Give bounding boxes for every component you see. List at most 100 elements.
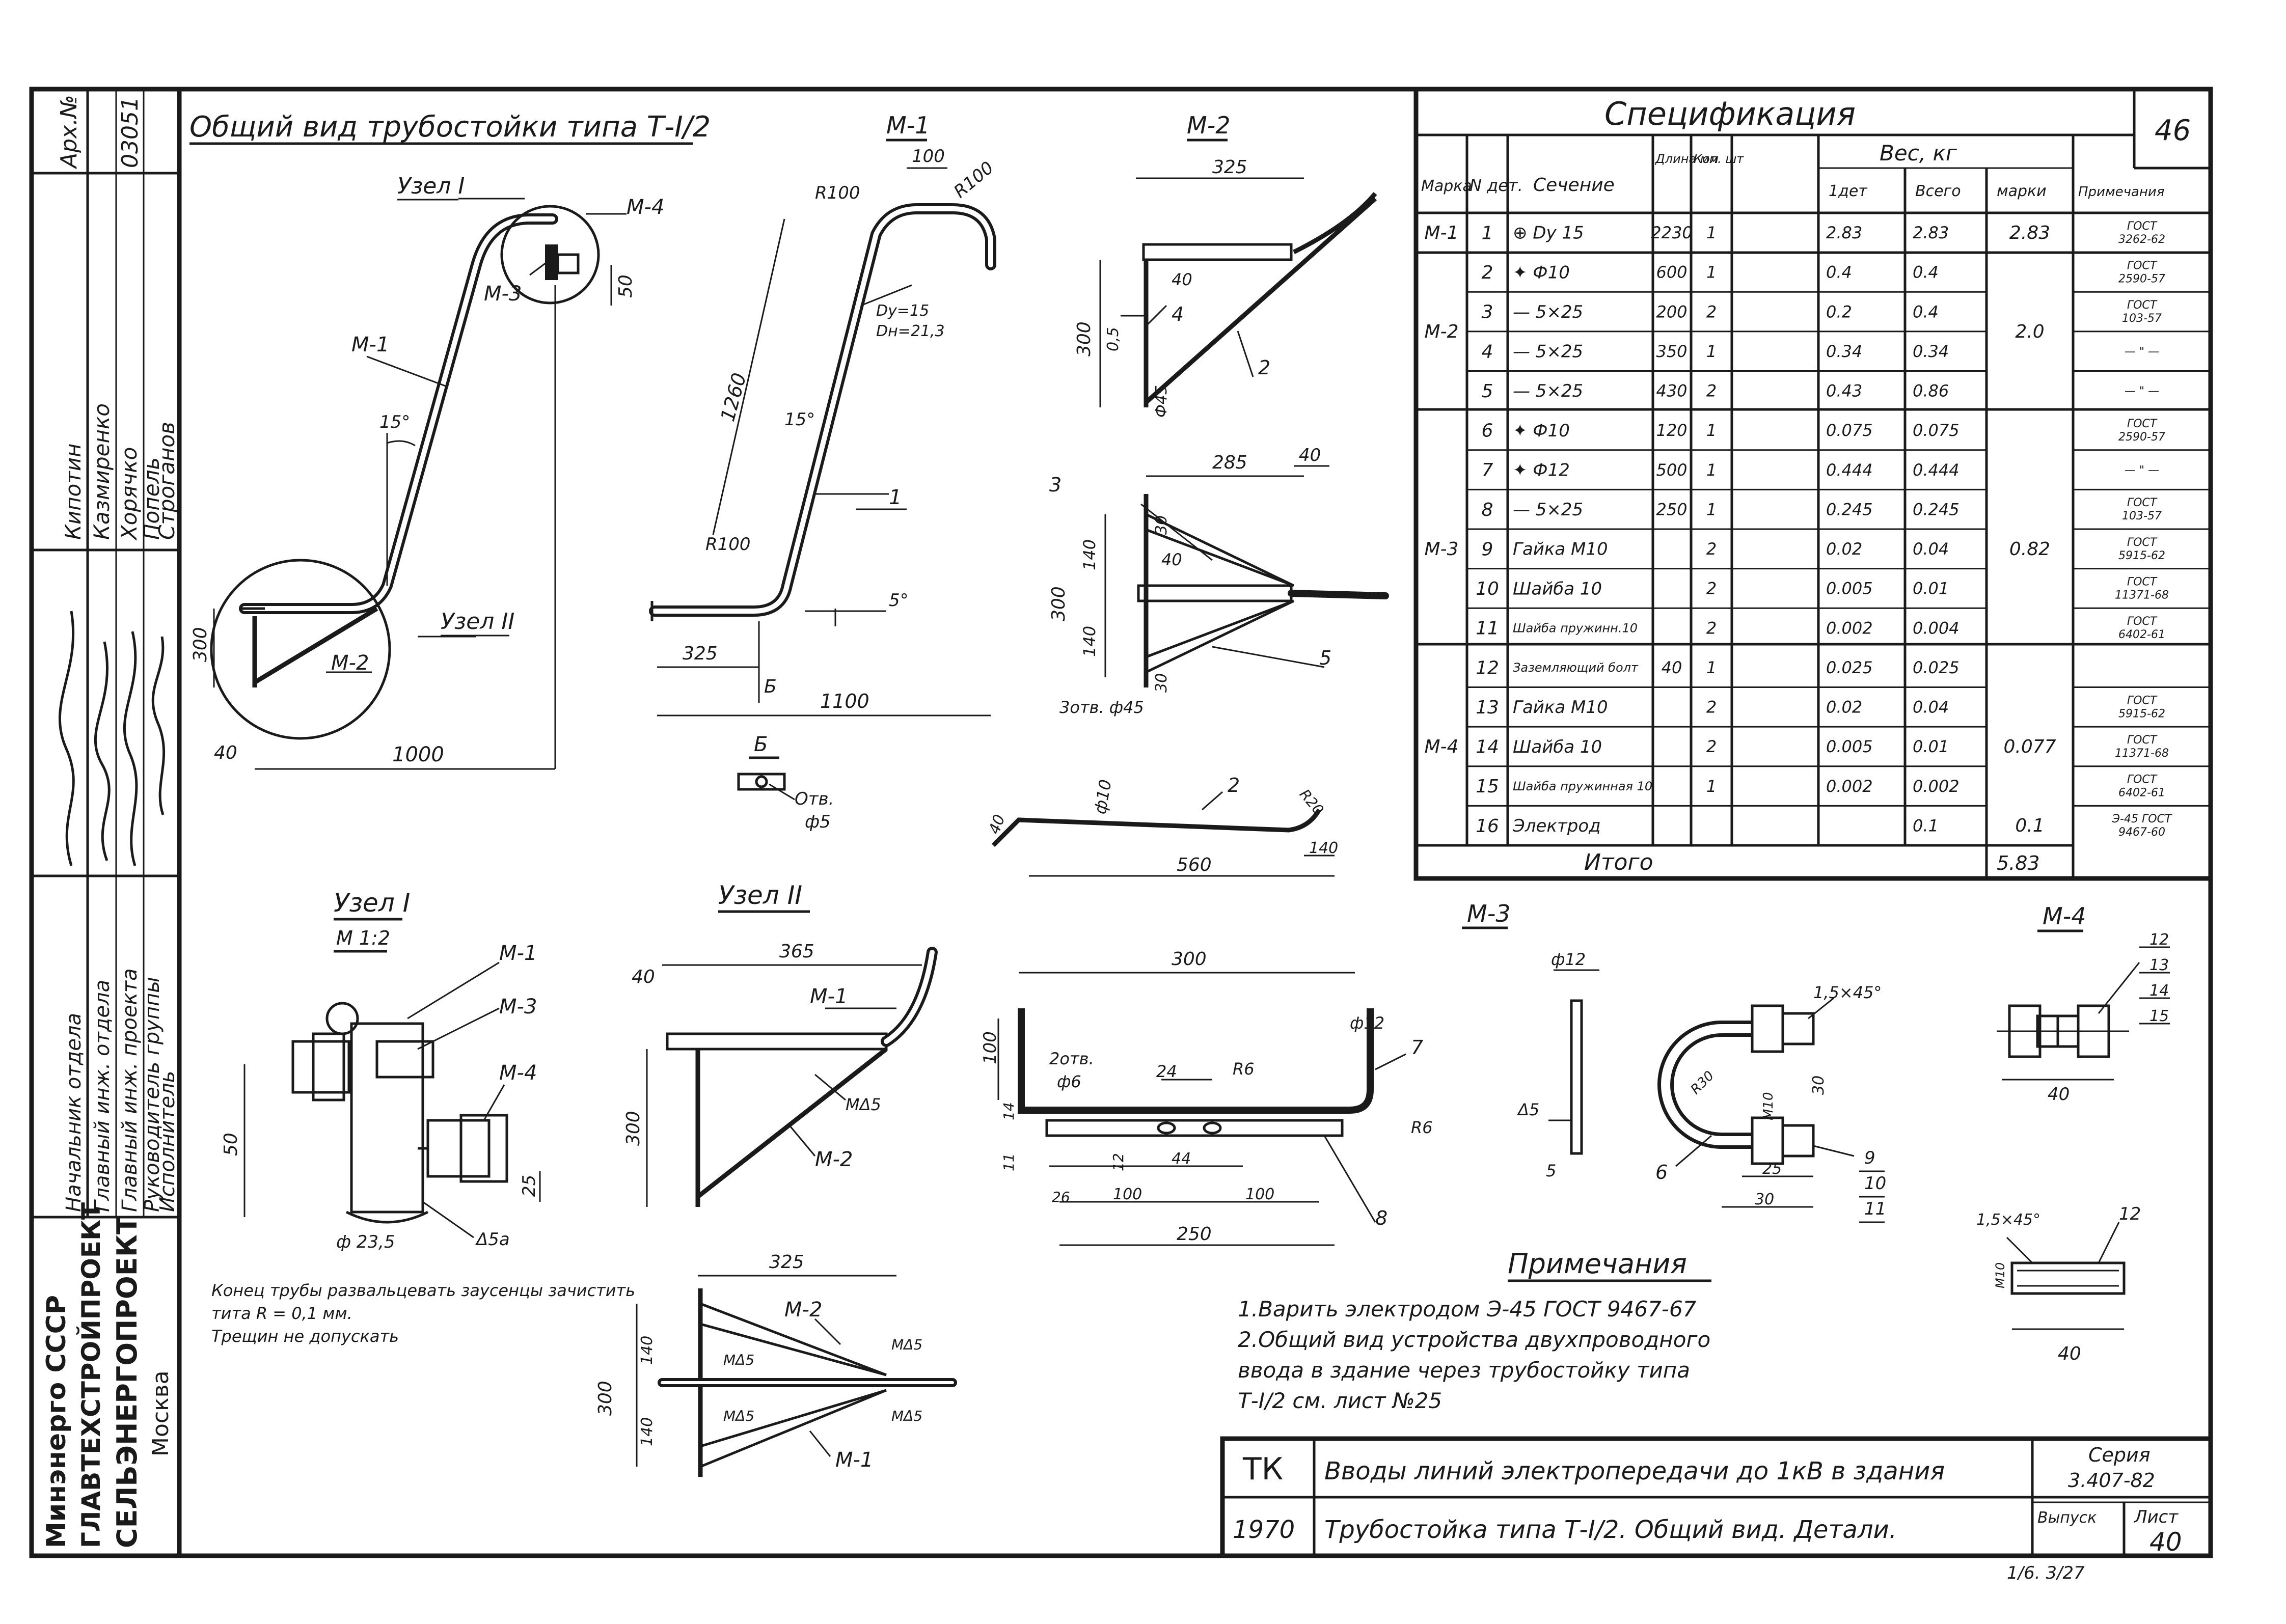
spec-cell-wt: 0.025 (1913, 658, 1960, 677)
m2-part-4: 4 (1172, 303, 1184, 325)
spec-cell-qty: 1 (1706, 263, 1717, 282)
spec-cell-w1: 0.34 (1826, 342, 1862, 361)
spec-cell-len: 350 (1656, 342, 1687, 361)
spec-cell-sec: — 5×25 (1513, 302, 1583, 322)
spec-cell-len: 430 (1656, 381, 1687, 401)
spec-cell-note: 2590-57 (2118, 272, 2165, 285)
tb-series-label: Серия (2088, 1444, 2151, 1466)
spec-cell-sec: Гайка М10 (1513, 697, 1608, 718)
m2-dim-325: 325 (1212, 157, 1247, 178)
spec-cell-qty: 2 (1706, 698, 1717, 717)
spec-cell-wt: 0.004 (1913, 618, 1960, 638)
m3-dim-100: 100 (980, 1031, 1000, 1064)
pipe-end-2: тита R = 0,1 мм. (211, 1304, 352, 1323)
role-1: Начальник отдела (62, 1013, 86, 1212)
pipe-end-3: Трещин не допускать (211, 1327, 399, 1346)
spec-cell-mark: М-4 (1425, 736, 1459, 757)
m2-holes: 3отв. ф45 (1059, 698, 1144, 717)
ubolt-dim-30a: 30 (1810, 1076, 1828, 1095)
spec-cell-note: 5915-62 (2118, 707, 2165, 720)
m2-dim-40b: 40 (1299, 445, 1321, 465)
ubolt-dim-30b: 30 (1755, 1191, 1774, 1208)
spec-cell-note: ГОСТ (2127, 259, 2158, 272)
ubolt-dim-25: 25 (1762, 1160, 1782, 1178)
spec-cell-wt: 0.04 (1913, 539, 1949, 559)
spec-cell-qty: 2 (1706, 618, 1717, 638)
m1-dim-1100: 1100 (820, 690, 869, 712)
spec-cell-note: — " — (2125, 464, 2159, 477)
uzel1-weld: Δ5а (475, 1229, 510, 1250)
spec-cell-len: 250 (1656, 500, 1687, 519)
m4-chamfer: 1,5×45° (1976, 1211, 2040, 1229)
m4-p14: 14 (2149, 982, 2169, 1000)
gv-dim-300: 300 (190, 627, 211, 662)
m1-title: М-1 (886, 112, 930, 139)
spec-cell-len: 120 (1656, 421, 1687, 440)
spec-cell-note: 3262-62 (2118, 233, 2165, 246)
node-2-circle (210, 559, 391, 740)
city: Москва (148, 1370, 174, 1456)
spec-cell-qty: 1 (1706, 223, 1717, 242)
spec-cell-qty: 2 (1706, 381, 1717, 401)
spec-cell-note: ГОСТ (2127, 536, 2158, 549)
spec-cell-wt: 0.002 (1913, 777, 1960, 796)
arch-number: 03051 (117, 97, 143, 168)
spec-cell-sec: ✦ Ф10 (1513, 421, 1570, 441)
spec-cell-n: 5 (1482, 381, 1493, 402)
hdr-w-total: Всего (1915, 182, 1961, 200)
spec-cell-note: ГОСТ (2127, 774, 2158, 786)
gv-dim-50: 50 (615, 274, 636, 298)
general-view: Узел I М-4 М-3 50 М-1 15° Узел II М-2 30… (190, 173, 664, 770)
m1-part-1: 1 (889, 486, 902, 509)
m1-du: Dу=15 (876, 302, 929, 320)
spec-cell-n: 16 (1476, 816, 1499, 837)
uzel2-title: Узел II (718, 880, 802, 910)
role-3: Главный инж. проекта (118, 968, 142, 1212)
spec-cell-w1: 0.005 (1826, 579, 1873, 598)
signature-4 (151, 636, 166, 815)
m1-angle-5: 5° (889, 590, 909, 611)
spec-cell-qty: 1 (1706, 777, 1717, 796)
m4-p13: 13 (2149, 956, 2169, 974)
b-section: Б Отв. ф5 (737, 733, 834, 832)
spec-cell-qty: 2 (1706, 539, 1717, 559)
spec-cell-len: 500 (1656, 460, 1687, 480)
spec-cell-n: 15 (1476, 776, 1499, 797)
spec-cell-note: ГОСТ (2127, 220, 2158, 233)
spec-cell-wt: 0.4 (1913, 263, 1939, 282)
spec-cell-wt: 2.83 (1913, 223, 1949, 242)
signature-2 (94, 641, 111, 861)
spec-cell-w1: 0.025 (1826, 658, 1873, 677)
spec-cell-w1: 0.43 (1826, 381, 1862, 401)
spec-cell-note: 5915-62 (2118, 549, 2165, 562)
m4-p12: 12 (2149, 931, 2169, 949)
m2-dim-05: 0,5 (1104, 327, 1122, 351)
d2-dim-560: 560 (1177, 855, 1212, 875)
d2-dim-140: 140 (1309, 839, 1338, 857)
spec-cell-sec: Заземляющий болт (1513, 660, 1639, 675)
node-1-circle (500, 205, 600, 305)
hdr-length: Длина мм (1655, 152, 1719, 166)
spec-cell-w1: 0.005 (1826, 737, 1873, 756)
notes: Примечания 1.Варить электродом Э-45 ГОСТ… (1238, 1248, 1711, 1413)
spec-cell-sec: ✦ Ф10 (1513, 262, 1570, 283)
m1-dim-100: 100 (912, 146, 945, 167)
m3-title: М-3 (1467, 900, 1511, 927)
spec-cell-note: ГОСТ (2127, 694, 2158, 707)
uzel2-plan: 325 М-2 МΔ5 МΔ5 МΔ5 МΔ5 300 140 140 М-1 (595, 1252, 957, 1477)
spec-cell-n: 11 (1476, 618, 1499, 639)
m3-dim-12: 12 (1110, 1153, 1127, 1171)
spec-cell-sec: Электрод (1512, 816, 1601, 836)
uzel1-dim-50: 50 (221, 1133, 241, 1156)
spec-cell-n: 9 (1482, 539, 1493, 560)
org-1: ГЛАВТЕХСТРОЙПРОЕКТ (76, 1202, 106, 1548)
m4-m10: М10 (1993, 1262, 2007, 1288)
ubolt-chamfer: 1,5×45° (1813, 983, 1882, 1002)
ministry: Минэнерго СССР (41, 1295, 72, 1548)
pipe-end-note: Конец трубы развальцевать заусенцы зачис… (211, 1281, 635, 1346)
spec-cell-w1: 0.245 (1826, 500, 1873, 519)
gv-m2-label: М-2 (331, 651, 369, 675)
tb-title-1: Вводы линий электропередачи до 1кВ в зда… (1324, 1457, 1945, 1485)
spec-cell-mark: М-1 (1425, 223, 1459, 243)
